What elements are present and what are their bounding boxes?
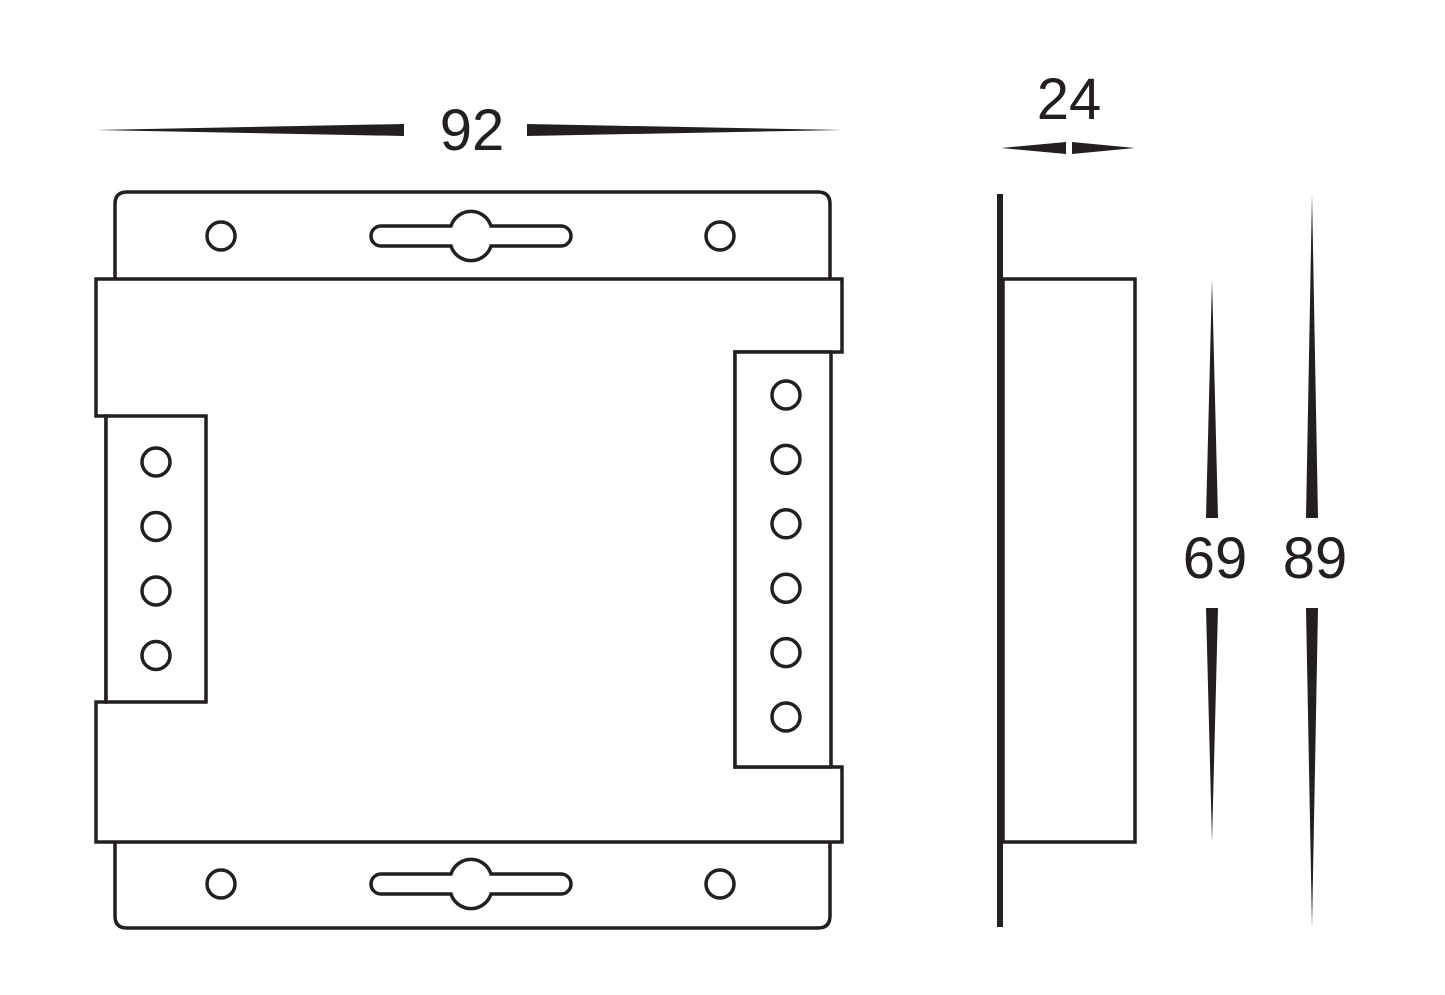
width-arrow-right bbox=[527, 124, 842, 136]
right-terminal-hole-5 bbox=[770, 636, 802, 669]
right-terminal-hole-4 bbox=[770, 572, 802, 604]
left-terminal-holes bbox=[140, 446, 172, 672]
top-keyhole-slot bbox=[369, 209, 573, 263]
right-terminal-hole-3 bbox=[770, 508, 802, 540]
left-terminal-hole-1 bbox=[140, 446, 172, 478]
right-terminal-holes bbox=[770, 379, 802, 733]
bottom-keyhole-slot bbox=[369, 857, 573, 911]
top-right-mounting-hole bbox=[704, 220, 736, 252]
width-arrow-left bbox=[96, 124, 404, 136]
depth-arrow-left bbox=[1001, 142, 1066, 154]
overall-height-arrow-bottom bbox=[1306, 608, 1318, 928]
side-mounting-plate bbox=[997, 194, 1003, 927]
left-terminal-hole-3 bbox=[140, 575, 172, 607]
right-terminal-hole-6 bbox=[770, 701, 802, 733]
body-height-arrow-bottom bbox=[1206, 608, 1218, 842]
overall-height-dimension: 89 bbox=[1283, 194, 1348, 928]
right-terminal-block bbox=[733, 350, 833, 769]
bottom-left-mounting-hole bbox=[205, 868, 237, 900]
depth-dimension: 24 bbox=[1001, 67, 1135, 154]
side-body bbox=[1001, 277, 1137, 844]
side-view bbox=[997, 194, 1137, 927]
bottom-right-mounting-hole bbox=[704, 868, 736, 900]
overall-height-arrow-top bbox=[1306, 194, 1318, 518]
overall-height-label: 89 bbox=[1283, 526, 1348, 591]
front-view bbox=[94, 190, 844, 930]
left-terminal-hole-2 bbox=[140, 510, 172, 543]
main-body bbox=[94, 277, 844, 844]
width-dimension: 92 bbox=[96, 98, 842, 163]
left-terminal-hole-4 bbox=[140, 639, 172, 672]
body-height-label: 69 bbox=[1183, 526, 1248, 591]
right-terminal-hole-2 bbox=[770, 443, 802, 476]
right-terminal-hole-1 bbox=[770, 379, 802, 411]
width-label: 92 bbox=[440, 98, 505, 163]
depth-label: 24 bbox=[1037, 67, 1102, 132]
body-height-dimension: 69 bbox=[1183, 279, 1248, 842]
top-left-mounting-hole bbox=[205, 220, 237, 252]
body-height-arrow-top bbox=[1206, 279, 1218, 518]
depth-arrow-right bbox=[1072, 142, 1135, 154]
